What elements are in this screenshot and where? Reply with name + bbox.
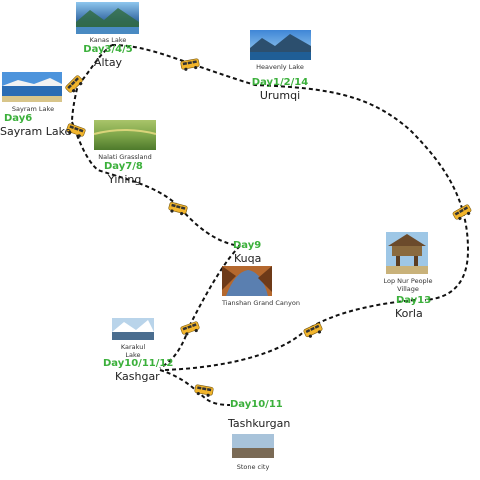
bus-icon (66, 123, 86, 138)
photo-stone-city (232, 434, 274, 458)
photo-tianshan-grand-canyon (222, 266, 272, 296)
day-label-korla: Day13 (396, 295, 432, 306)
bus-icon (303, 322, 323, 338)
city-altay: Altay (93, 56, 123, 69)
photo-lop-nur-village (386, 232, 428, 274)
photo-kanas-lake (76, 2, 139, 34)
bus-icon (194, 384, 214, 397)
day-label-yining: Day7/8 (104, 161, 143, 172)
photo-sayram-lake (2, 72, 62, 102)
stop-sayram: Sayram Lake Day6 Sayram Lake (0, 104, 72, 138)
bus-icon (180, 58, 200, 71)
caption-heavenly-lake: Heavenly Lake (256, 63, 304, 71)
city-yining: Yining (108, 173, 142, 186)
day-label-tashkurgan: Day10/11 (230, 399, 283, 410)
caption-lop-nur-village: Lop Nur People Village (383, 277, 433, 293)
city-korla: Korla (395, 307, 423, 320)
caption-tianshan-grand-canyon: Tianshan Grand Canyon (222, 299, 300, 307)
photo-nalati-grassland (93, 120, 157, 150)
caption-stone-city: Stone city (236, 463, 270, 471)
day-label-altay: Day3/4/5 (83, 44, 133, 55)
bus-icon (65, 75, 83, 93)
caption-nalati-grassland: Nalati Grassland (98, 153, 152, 161)
photo-karakul-lake (112, 318, 154, 340)
caption-karakul-lake: Karakul Lake (120, 343, 146, 359)
city-sayram-lake: Sayram Lake (0, 125, 72, 138)
day-label-kashgar: Day10/11/12 (103, 358, 174, 369)
city-kuqa: Kuqa (234, 252, 262, 265)
city-tashkurgan: Tashkurgan (228, 417, 291, 430)
bus-icon (452, 204, 472, 220)
bus-icon (180, 321, 200, 336)
day-label-sayram: Day6 (4, 113, 33, 124)
city-urumqi: Urumqi (259, 89, 301, 102)
caption-sayram-lake: Sayram Lake (11, 105, 55, 113)
stop-nalati: Nalati Grassland Day7/8 Yining (92, 152, 158, 186)
day-label-kuqa: Day9 (233, 240, 262, 251)
city-kashgar: Kashgar (115, 370, 160, 383)
photo-heavenly-lake (250, 30, 311, 60)
stop-kanas: Kanas Lake Day3/4/5 Altay (72, 35, 144, 69)
stop-heavenly: Heavenly Lake Day1/2/14 Urumqi (244, 62, 316, 102)
bus-icon (168, 201, 188, 216)
day-label-urumqi: Day1/2/14 (251, 77, 309, 88)
caption-kanas-lake: Kanas Lake (89, 36, 127, 44)
